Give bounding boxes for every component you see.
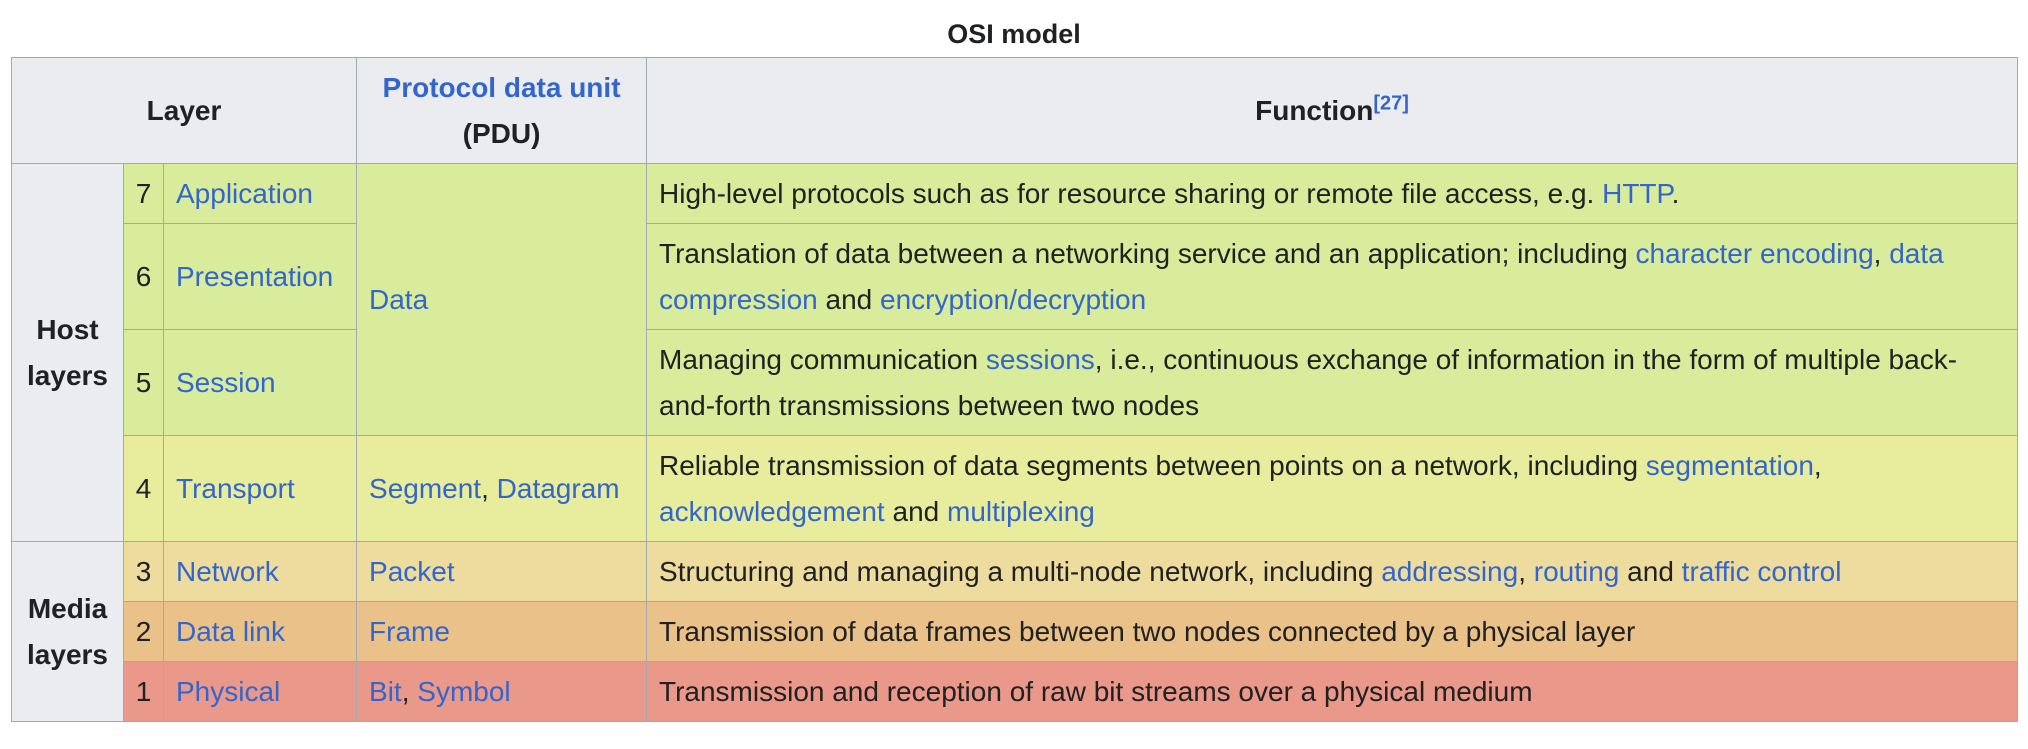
- inline-link[interactable]: segmentation: [1645, 449, 1814, 481]
- layer-link-data-link[interactable]: Data link: [176, 615, 285, 647]
- pdu-cell: Frame: [356, 601, 648, 662]
- layer-number: 1: [123, 661, 164, 722]
- inline-text: ,: [1813, 449, 1822, 481]
- layer-link-application[interactable]: Application: [176, 177, 313, 209]
- layer-number: 2: [123, 601, 164, 662]
- inline-link[interactable]: routing: [1533, 555, 1620, 587]
- header-pdu: Protocol data unit (PDU): [356, 57, 648, 164]
- inline-text: Managing communication: [659, 343, 986, 375]
- inline-link[interactable]: sessions: [985, 343, 1095, 375]
- group-host-layers: Host layers: [11, 163, 124, 542]
- layer-name-cell: Data link: [162, 601, 358, 662]
- inline-text: ,: [481, 472, 497, 504]
- layer-number: 4: [123, 435, 164, 542]
- inline-text: and: [884, 495, 947, 527]
- function-cell: Reliable transmission of data segments b…: [646, 435, 2019, 542]
- pdu-abbr: (PDU): [462, 117, 541, 149]
- inline-text: .: [1671, 177, 1680, 209]
- inline-text: and: [817, 283, 881, 315]
- pdu-cell: Bit, Symbol: [356, 661, 648, 722]
- inline-text: Transmission of data frames between two …: [659, 615, 1636, 647]
- table-row-layer-2: 2 Data link Frame Transmission of data f…: [12, 601, 2019, 662]
- function-cell: Translation of data between a networking…: [646, 223, 2019, 330]
- table-caption: OSI model: [947, 19, 1081, 49]
- inline-link[interactable]: Packet: [369, 555, 455, 587]
- pdu-link[interactable]: Protocol data unit: [382, 71, 621, 103]
- layer-name-cell: Transport: [162, 435, 358, 542]
- layer-name-cell: Presentation: [162, 223, 358, 330]
- table-header-row: Layer Protocol data unit (PDU) Function[…: [10, 57, 2019, 164]
- inline-link[interactable]: HTTP: [1602, 177, 1672, 209]
- osi-model-table: Layer Protocol data unit (PDU) Function[…: [10, 57, 2019, 722]
- inline-link[interactable]: acknowledgement: [659, 495, 885, 527]
- pdu-cell-data: Data: [356, 163, 648, 436]
- function-cell: Transmission and reception of raw bit st…: [646, 661, 2019, 722]
- pdu-cell: Packet: [356, 541, 648, 602]
- table-row-layer-4: 4 Transport Segment, Datagram Reliable t…: [12, 435, 2019, 542]
- inline-link[interactable]: multiplexing: [947, 495, 1095, 527]
- layer-number: 6: [123, 223, 164, 330]
- inline-text: Reliable transmission of data segments b…: [659, 449, 1646, 481]
- inline-link[interactable]: Bit: [369, 675, 402, 707]
- group-media-layers: Media layers: [11, 541, 124, 722]
- table-row-layer-5: 5 Session Managing communication session…: [12, 329, 2019, 436]
- inline-text: Structuring and managing a multi-node ne…: [659, 555, 1382, 587]
- header-layer: Layer: [10, 57, 358, 164]
- inline-link[interactable]: Frame: [369, 615, 450, 647]
- inline-text: ,: [401, 675, 418, 707]
- function-reference-link[interactable]: [27]: [1373, 92, 1409, 115]
- layer-link-presentation[interactable]: Presentation: [176, 260, 334, 292]
- inline-link[interactable]: addressing: [1381, 555, 1519, 587]
- inline-text: ,: [1518, 555, 1534, 587]
- layer-link-transport[interactable]: Transport: [176, 472, 295, 504]
- layer-name-cell: Session: [162, 329, 358, 436]
- inline-link[interactable]: Symbol: [417, 675, 511, 707]
- function-cell: Structuring and managing a multi-node ne…: [646, 541, 2019, 602]
- inline-link[interactable]: Datagram: [496, 472, 620, 504]
- inline-link[interactable]: traffic control: [1681, 555, 1842, 587]
- inline-text: Translation of data between a networking…: [659, 237, 1636, 269]
- inline-text: ,: [1873, 237, 1890, 269]
- function-cell: High-level protocols such as for resourc…: [646, 163, 2019, 224]
- layer-link-session[interactable]: Session: [176, 366, 276, 398]
- layer-link-network[interactable]: Network: [176, 555, 279, 587]
- function-cell: Transmission of data frames between two …: [646, 601, 2019, 662]
- layer-name-cell: Application: [162, 163, 358, 224]
- table-row-layer-1: 1 Physical Bit, Symbol Transmission and …: [12, 661, 2019, 722]
- pdu-cell: Segment, Datagram: [356, 435, 648, 542]
- inline-link[interactable]: encryption/decryption: [880, 283, 1147, 315]
- layer-name-cell: Physical: [162, 661, 358, 722]
- layer-number: 5: [123, 329, 164, 436]
- function-label: Function: [1255, 94, 1374, 126]
- table-row-layer-3: Media layers 3 Network Packet Structurin…: [11, 541, 2019, 722]
- inline-link[interactable]: Segment: [369, 472, 482, 504]
- inline-link[interactable]: character encoding: [1635, 237, 1874, 269]
- layer-number: 3: [123, 541, 164, 602]
- inline-text: , i.e., continuous exchange of informati…: [659, 343, 1958, 421]
- layer-number: 7: [123, 163, 164, 224]
- pdu-link-data[interactable]: Data: [369, 283, 429, 315]
- layer-name-cell: Network: [162, 541, 358, 602]
- header-function: Function[27]: [646, 57, 2019, 164]
- table-row-layer-7: Host layers 7 Application Data High-leve…: [11, 163, 2019, 542]
- function-cell: Managing communication sessions, i.e., c…: [646, 329, 2019, 436]
- table-row-layer-6: 6 Presentation Translation of data betwe…: [12, 223, 2019, 330]
- inline-text: High-level protocols such as for resourc…: [659, 177, 1603, 209]
- inline-text: and: [1619, 555, 1682, 587]
- inline-link[interactable]: data compression: [659, 237, 1944, 315]
- layer-link-physical[interactable]: Physical: [176, 675, 281, 707]
- inline-text: Transmission and reception of raw bit st…: [659, 675, 1533, 707]
